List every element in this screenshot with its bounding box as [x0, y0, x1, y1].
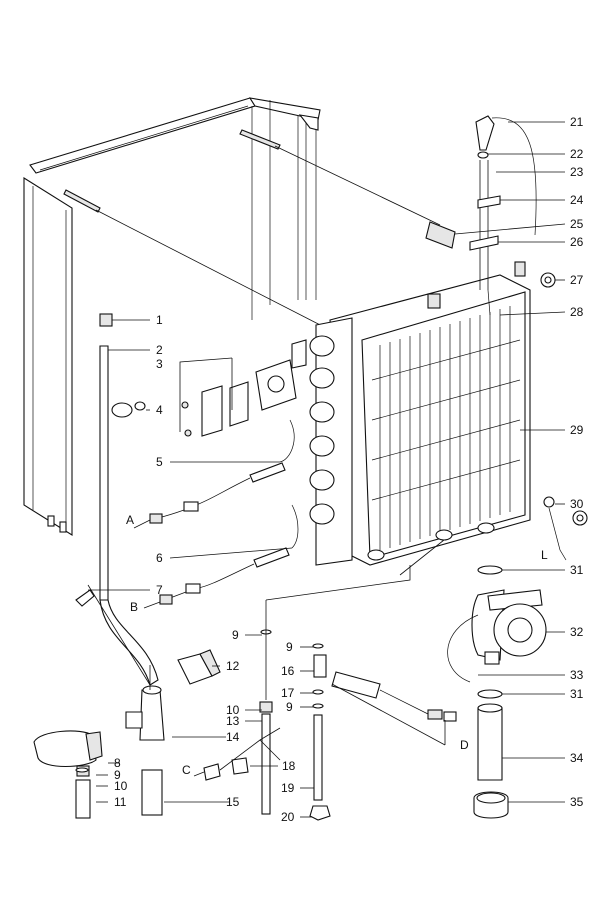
callout-25: 25 — [570, 217, 584, 231]
callout-10b: 10 — [114, 779, 128, 793]
electrode-assembly — [425, 115, 556, 316]
callout-21: 21 — [570, 115, 584, 129]
callout-27: 27 — [570, 273, 584, 287]
callout-labels: 1 2 3 4 5 6 7 9 12 10 13 14 8 9 10 11 15… — [114, 115, 584, 824]
callout-15: 15 — [226, 795, 240, 809]
callout-28: 28 — [570, 305, 584, 319]
cabinet-frame — [23, 97, 441, 536]
callout-5: 5 — [156, 455, 163, 469]
callout-23: 23 — [570, 165, 584, 179]
callout-7: 7 — [156, 583, 163, 597]
callout-19: 19 — [281, 781, 295, 795]
connector-b-label: B — [130, 600, 138, 614]
connector-letters: A B C D L — [126, 513, 548, 777]
callout-8: 8 — [114, 756, 121, 770]
callout-29: 29 — [570, 423, 584, 437]
callout-32: 32 — [570, 625, 584, 639]
pump-assembly — [447, 496, 588, 819]
callout-13: 13 — [226, 714, 240, 728]
callout-18: 18 — [282, 759, 296, 773]
mounting-brackets — [181, 339, 307, 437]
callout-33: 33 — [570, 668, 584, 682]
callout-31b: 31 — [570, 687, 584, 701]
callout-31a: 31 — [570, 563, 584, 577]
callout-12: 12 — [226, 659, 240, 673]
sensor-cables — [133, 419, 299, 609]
valve-cluster — [33, 584, 165, 819]
callout-30: 30 — [570, 497, 584, 511]
callout-10a: 10 — [226, 703, 240, 717]
middle-fittings — [193, 539, 457, 821]
callout-4: 4 — [156, 403, 163, 417]
left-pipework — [75, 313, 221, 686]
callout-14: 14 — [226, 730, 240, 744]
callout-17: 17 — [281, 686, 295, 700]
connector-d-label: D — [460, 738, 469, 752]
heat-exchanger — [309, 261, 531, 566]
callout-9b: 9 — [114, 768, 121, 782]
callout-35: 35 — [570, 795, 584, 809]
leader-lines — [88, 121, 566, 818]
callout-2: 2 — [156, 343, 163, 357]
callout-6: 6 — [156, 551, 163, 565]
callout-9a: 9 — [232, 628, 239, 642]
callout-3: 3 — [156, 357, 163, 371]
callout-34: 34 — [570, 751, 584, 765]
callout-1: 1 — [156, 313, 163, 327]
callout-9c: 9 — [286, 640, 293, 654]
callout-16: 16 — [281, 664, 295, 678]
callout-24: 24 — [570, 193, 584, 207]
callout-9d: 9 — [286, 700, 293, 714]
callout-11: 11 — [114, 795, 127, 809]
connector-l-label: L — [541, 548, 548, 562]
callout-26: 26 — [570, 235, 584, 249]
callout-20: 20 — [281, 810, 295, 824]
callout-22: 22 — [570, 147, 584, 161]
connector-a-label: A — [126, 513, 134, 527]
connector-c-label: C — [182, 763, 191, 777]
